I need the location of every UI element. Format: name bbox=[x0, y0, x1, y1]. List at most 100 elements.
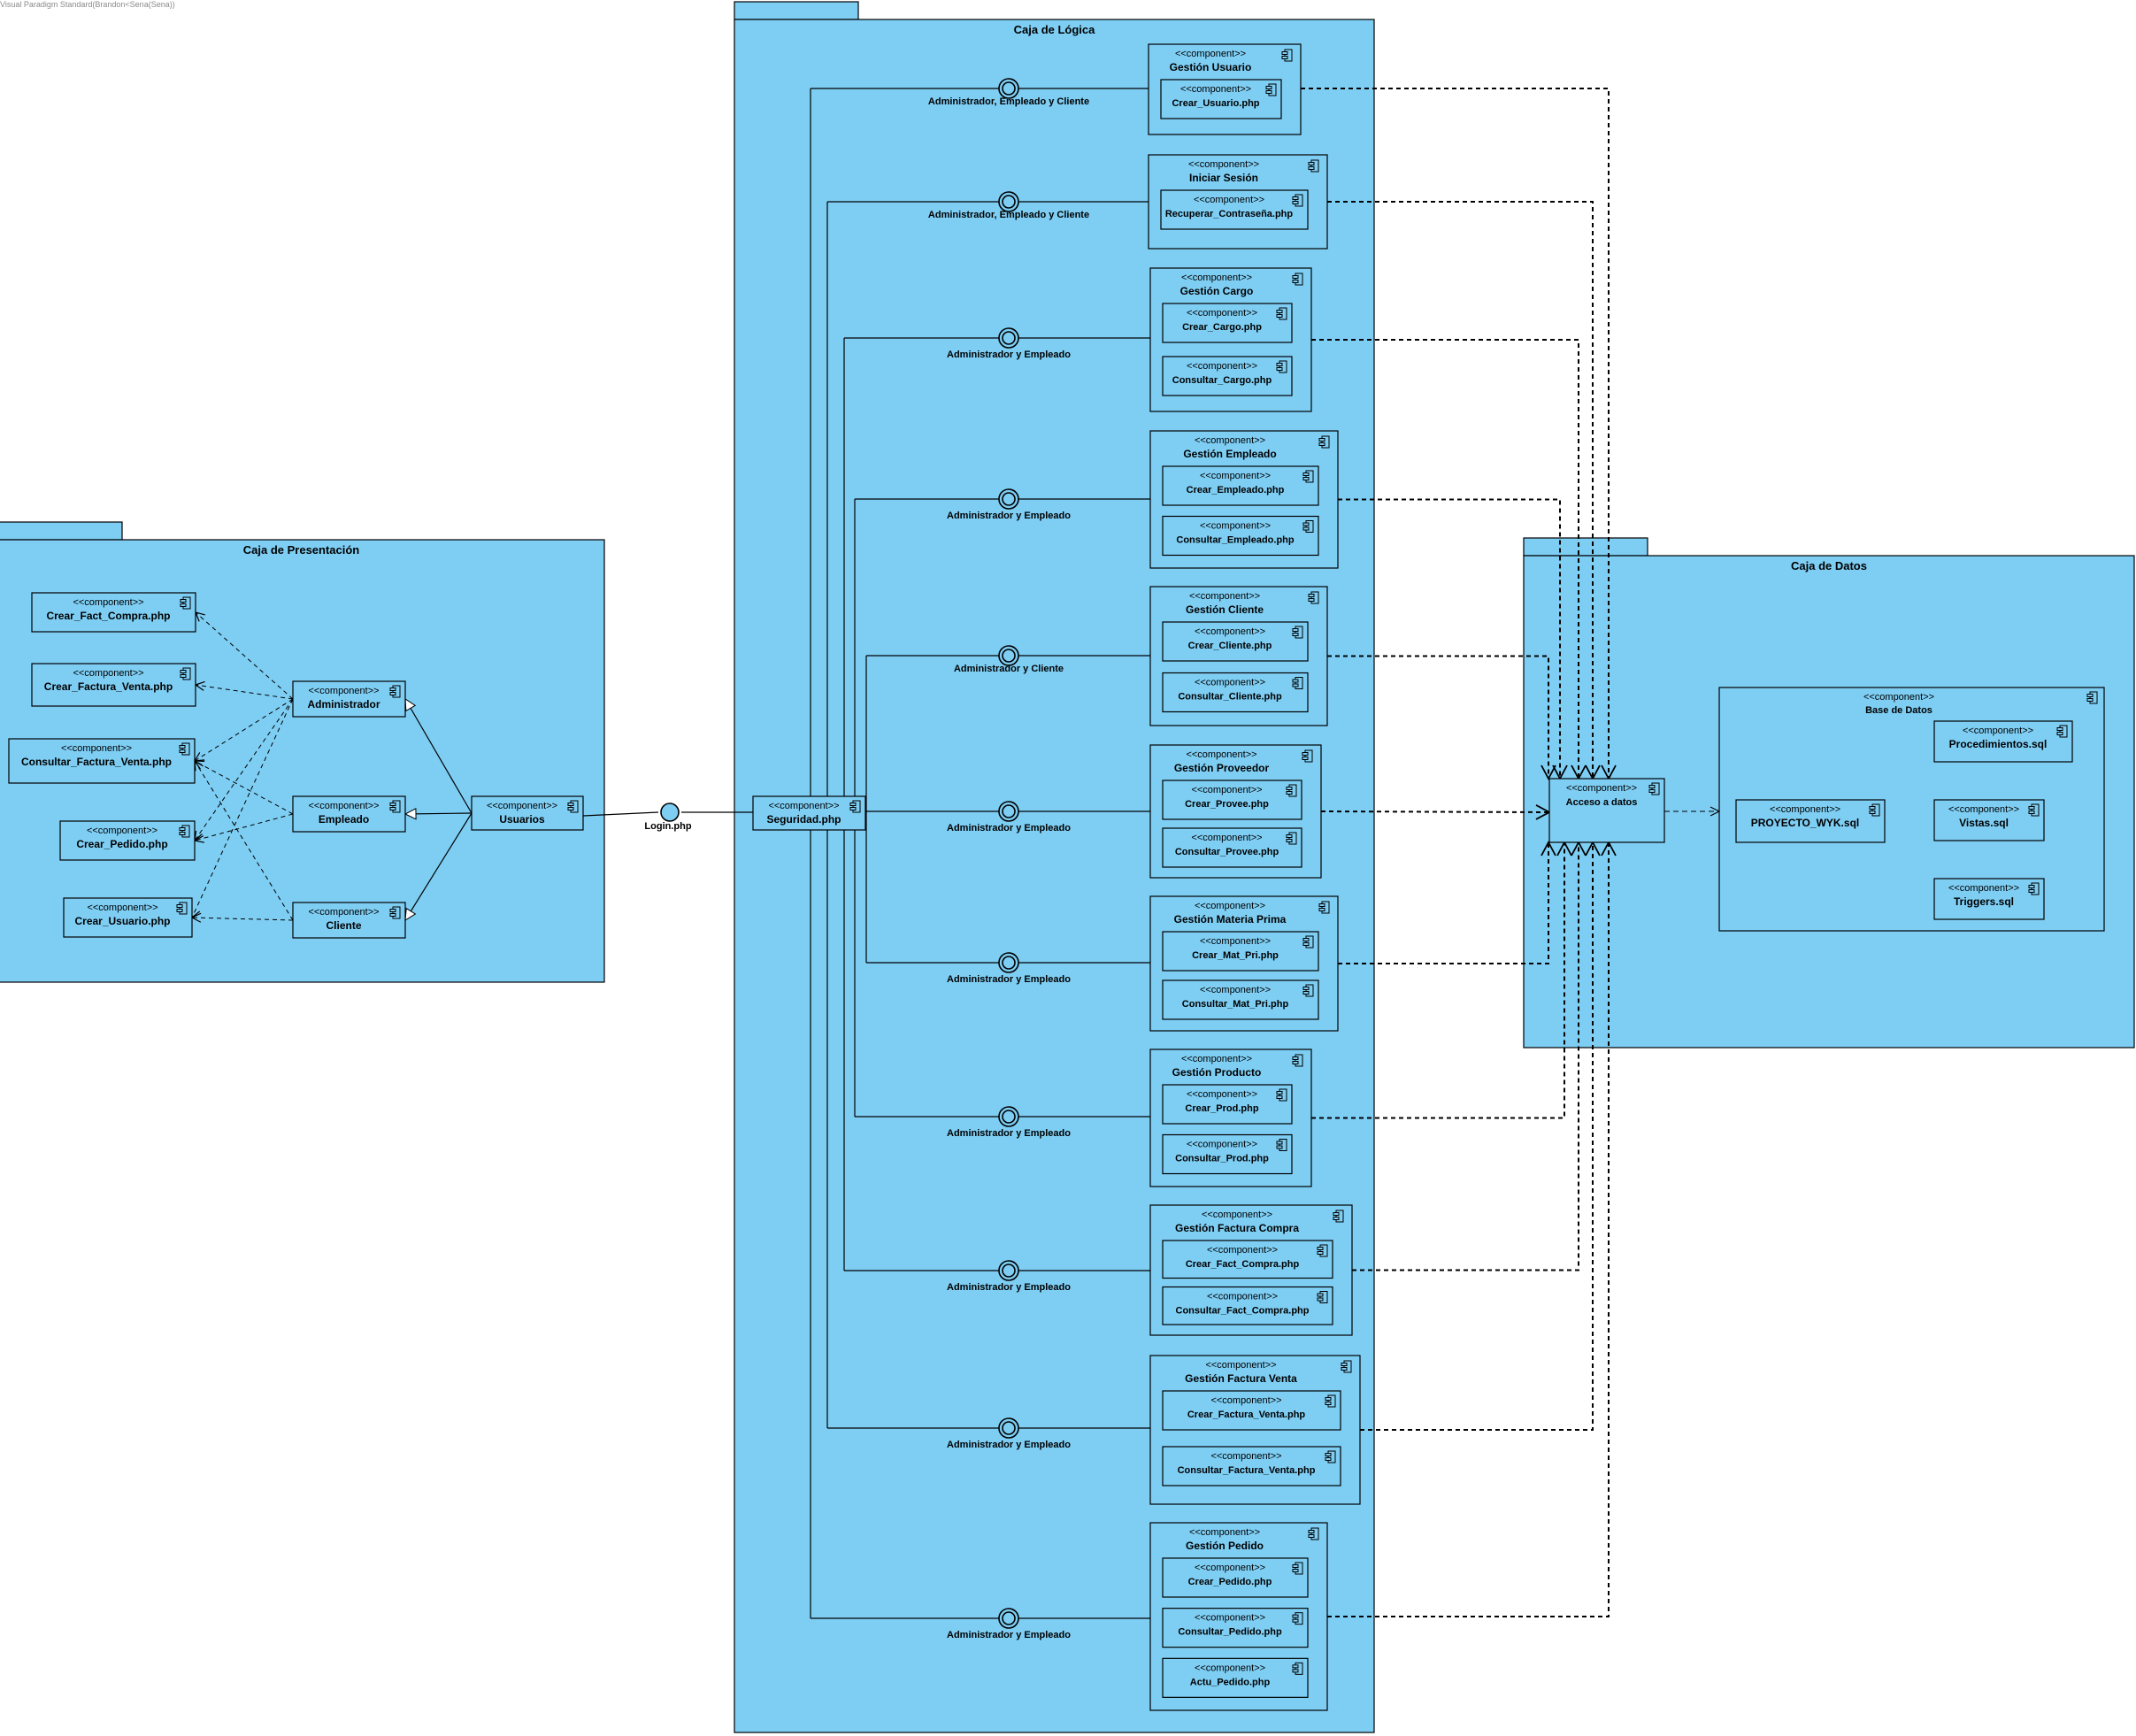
component-recuperar-contrasena-php[interactable]: <<component>>Recuperar_Contraseña.php bbox=[1160, 189, 1309, 230]
component-crear-pedido-php[interactable]: <<component>>Crear_Pedido.php bbox=[59, 820, 196, 861]
component-role-cliente[interactable]: <<component>>Cliente bbox=[292, 902, 406, 939]
component-crear-cliente-php[interactable]: <<component>>Crear_Cliente.php bbox=[1162, 621, 1309, 662]
interface-administrador-y-empleado[interactable]: Administrador y Empleado bbox=[947, 1106, 1071, 1139]
interface-administrador-y-empleado[interactable]: Administrador y Empleado bbox=[947, 1260, 1071, 1293]
component-icon bbox=[2056, 725, 2068, 738]
component-usuarios[interactable]: <<component>>Usuarios bbox=[471, 795, 584, 831]
component-crear-provee-php[interactable]: <<component>>Crear_Provee.php bbox=[1162, 780, 1302, 820]
component-stereotype: <<component>> bbox=[1181, 273, 1252, 283]
data-access-dependency bbox=[1327, 201, 1601, 780]
interface-administrador-empleado-y-cliente[interactable]: Administrador, Empleado y Cliente bbox=[928, 191, 1089, 220]
component-icon bbox=[1308, 591, 1319, 604]
component-stereotype: <<component>> bbox=[1207, 1292, 1278, 1302]
component-procedimientos-sql[interactable]: <<component>>Procedimientos.sql bbox=[1933, 720, 2073, 763]
component-name: Gestión Materia Prima bbox=[1174, 913, 1287, 926]
interface-label: Administrador y Empleado bbox=[947, 1128, 1071, 1139]
data-access-dependency bbox=[1311, 339, 1587, 780]
component-consultar-pedido-php[interactable]: <<component>>Consultar_Pedido.php bbox=[1162, 1608, 1309, 1648]
component-consultar-cliente-php[interactable]: <<component>>Consultar_Cliente.php bbox=[1162, 672, 1309, 713]
component-proyecto-wyk[interactable]: <<component>>PROYECTO_WYK.sql bbox=[1735, 799, 1886, 843]
component-stereotype: <<component>> bbox=[487, 801, 557, 811]
component-stereotype: <<component>> bbox=[1181, 1054, 1252, 1064]
component-name: Crear_Cargo.php bbox=[1182, 322, 1262, 333]
component-crear-fact-compra-php[interactable]: <<component>>Crear_Fact_Compra.php bbox=[31, 592, 196, 633]
component-stereotype: <<component>> bbox=[1948, 804, 2019, 815]
component-base-de-datos[interactable]: <<component>>Base de Datos<<component>>P… bbox=[1718, 687, 2105, 932]
component-icon bbox=[2086, 691, 2098, 704]
component-stereotype: <<component>> bbox=[1210, 1395, 1281, 1406]
component-crear-prod-php[interactable]: <<component>>Crear_Prod.php bbox=[1162, 1084, 1293, 1125]
component-stereotype: <<component>> bbox=[73, 597, 143, 608]
interface-administrador-y-empleado[interactable]: Administrador y Empleado bbox=[947, 488, 1071, 521]
component-role-empleado[interactable]: <<component>>Empleado bbox=[292, 795, 406, 833]
interface-login[interactable]: Login.php bbox=[644, 803, 692, 832]
component-crear-usuario-php[interactable]: <<component>>Crear_Usuario.php bbox=[63, 897, 193, 938]
component-icon bbox=[179, 742, 190, 756]
component-icon bbox=[1325, 1450, 1336, 1463]
component-gestion-empleado[interactable]: <<component>> Gestión Empleado <<component… bbox=[1149, 430, 1339, 569]
interface-administrador-y-empleado[interactable]: Administrador y Empleado bbox=[947, 327, 1071, 360]
component-consultar-factura-venta-php[interactable]: <<component>>Consultar_Factura_Venta.php bbox=[8, 738, 196, 784]
component-name: Gestión Empleado bbox=[1183, 448, 1276, 460]
component-name: Crear_Pedido.php bbox=[76, 838, 167, 850]
component-gestion-cliente[interactable]: <<component>>Gestión Cliente<<component>… bbox=[1149, 586, 1328, 726]
component-role-administrador[interactable]: <<component>>Administrador bbox=[292, 680, 406, 718]
component-actu-pedido-php[interactable]: <<component>>Actu_Pedido.php bbox=[1162, 1657, 1309, 1698]
data-access-dependency bbox=[1338, 841, 1556, 964]
component-vistas-sql[interactable]: <<component>>Vistas.sql bbox=[1933, 799, 2045, 841]
component-name: Empleado bbox=[319, 813, 369, 826]
interface-administrador-y-empleado[interactable]: Administrador y Empleado bbox=[947, 1417, 1071, 1450]
component-consultar-mat-pri-php[interactable]: <<component>>Consultar_Mat_Pri.php bbox=[1162, 979, 1319, 1020]
interface-administrador-empleado-y-cliente[interactable]: Administrador, Empleado y Cliente bbox=[928, 78, 1089, 107]
interface-administrador-y-empleado[interactable]: Administrador y Empleado bbox=[947, 1608, 1071, 1640]
component-name: Consultar_Provee.php bbox=[1175, 847, 1279, 857]
component-seguridad[interactable]: <<component>>Seguridad.php bbox=[752, 795, 866, 831]
component-consultar-factura-venta-php[interactable]: <<component>>Consultar_Factura_Venta.php bbox=[1162, 1446, 1341, 1486]
component-consultar-prod-php[interactable]: <<component>>Consultar_Prod.php bbox=[1162, 1133, 1293, 1175]
component-crear-pedido-php[interactable]: <<component>>Crear_Pedido.php bbox=[1162, 1557, 1309, 1598]
component-icon bbox=[1648, 782, 1660, 795]
component-triggers-sql[interactable]: <<component>>Triggers.sql bbox=[1933, 878, 2045, 920]
component-gestion-producto[interactable]: <<component>>Gestión Producto<<component… bbox=[1149, 1049, 1312, 1187]
component-crear-factura-venta-php[interactable]: <<component>>Crear_Factura_Venta.php bbox=[1162, 1390, 1341, 1431]
component-icon bbox=[1276, 360, 1287, 373]
component-icon bbox=[1325, 1394, 1336, 1408]
component-crear-factura-venta-php[interactable]: <<component>>Crear_Factura_Venta.php bbox=[31, 663, 196, 707]
data-access-dependency bbox=[1320, 804, 1551, 820]
component-stereotype: <<component>> bbox=[61, 743, 132, 754]
component-stereotype: <<component>> bbox=[1195, 901, 1265, 911]
component-consultar-empleado-php[interactable]: <<component>>Consultar_Empleado.php bbox=[1162, 515, 1319, 557]
component-gestion-pedido[interactable]: <<component>>Gestión Pedido<<component>>… bbox=[1149, 1522, 1328, 1711]
component-gestion-proveedor[interactable]: <<component>>Gestión Proveedor<<componen… bbox=[1149, 744, 1322, 879]
component-icon bbox=[389, 906, 401, 919]
component-stereotype: <<component>> bbox=[1200, 521, 1271, 532]
interface-administrador-y-empleado[interactable]: Administrador y Empleado bbox=[947, 952, 1071, 985]
component-name: Consultar_Fact_Compra.php bbox=[1176, 1306, 1310, 1317]
component-iniciar-sesion[interactable]: <<component>>Iniciar Sesión<<component>>… bbox=[1148, 154, 1328, 250]
component-stereotype: <<component>> bbox=[73, 668, 143, 679]
component-gestion-cargo[interactable]: <<component>>Gestión Cargo<<component>>C… bbox=[1149, 267, 1312, 412]
component-gestion-factura-compra[interactable]: <<component>> Gestión Factura Compra <<com… bbox=[1149, 1204, 1353, 1336]
component-crear-mat-pri-php[interactable]: <<component>>Crear_Mat_Pri.php bbox=[1162, 931, 1319, 972]
component-crear-cargo-php[interactable]: <<component>>Crear_Cargo.php bbox=[1162, 303, 1293, 343]
component-acceso-a-datos[interactable]: <<component>>Acceso a datos bbox=[1548, 778, 1665, 843]
component-consultar-cargo-php[interactable]: <<component>>Consultar_Cargo.php bbox=[1162, 356, 1293, 396]
interface-label: Administrador y Empleado bbox=[947, 1282, 1071, 1293]
component-name: Crear_Usuario.php bbox=[74, 915, 170, 927]
data-access-dependency bbox=[1327, 841, 1617, 1617]
component-gestion-materia-prima[interactable]: <<component>> Gestión Materia Prima <<comp… bbox=[1149, 895, 1339, 1032]
component-icon bbox=[1317, 1244, 1328, 1257]
component-gestion-factura-venta[interactable]: <<component>>Gestión Factura Venta<<comp… bbox=[1149, 1355, 1361, 1505]
component-consultar-fact-compra-php[interactable]: <<component>> Consultar_Fact_Compra.php bbox=[1162, 1286, 1333, 1325]
component-name: Consultar_Prod.php bbox=[1175, 1154, 1269, 1164]
component-crear-empleado-php[interactable]: <<component>>Crear_Empleado.php bbox=[1162, 465, 1319, 506]
interface-administrador-y-cliente[interactable]: Administrador y Cliente bbox=[954, 645, 1064, 674]
component-crear-usuario-php[interactable]: <<component>>Crear_Usuario.php bbox=[1160, 79, 1282, 119]
interface-administrador-y-empleado[interactable]: Administrador y Empleado bbox=[947, 801, 1071, 833]
component-name: Iniciar Sesión bbox=[1189, 172, 1258, 184]
component-gestion-usuario[interactable]: <<component>>Gestión Usuario<<component>… bbox=[1148, 43, 1302, 135]
component-icon bbox=[1292, 677, 1303, 689]
component-crear-fact-compra-php[interactable]: <<component>>Crear_Fact_Compra.php bbox=[1162, 1240, 1333, 1279]
component-name: Gestión Factura Compra bbox=[1175, 1222, 1299, 1234]
component-consultar-provee-php[interactable]: <<component>>Consultar_Provee.php bbox=[1162, 827, 1302, 868]
